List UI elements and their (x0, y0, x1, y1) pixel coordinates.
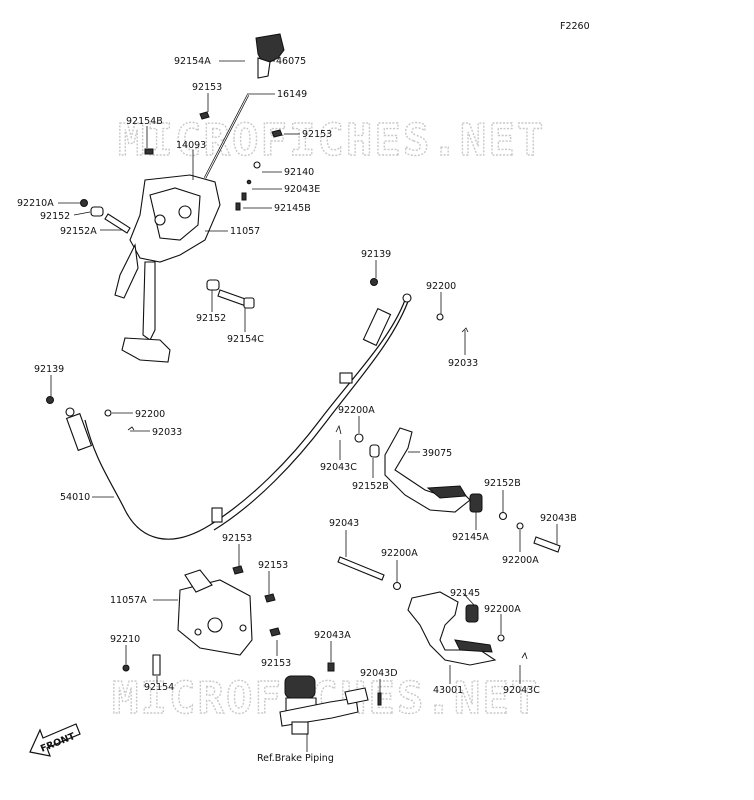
leader-lines (50, 60, 558, 752)
callout-label: 92033 (448, 358, 478, 369)
callout-label: 92145A (452, 532, 489, 543)
callout-label: 92200A (484, 604, 521, 615)
callout-label: 92154C (227, 334, 264, 345)
callout-label: 11057 (230, 226, 260, 237)
callout-label: 92200A (502, 555, 539, 566)
callout-label: 92153 (261, 658, 291, 669)
callout-label: 92145 (450, 588, 480, 599)
callout-label: 92200 (135, 409, 165, 420)
watermark-top: MICROFICHES.NET (118, 115, 545, 166)
callout-label: 54010 (60, 492, 90, 503)
master-cylinder (279, 662, 382, 735)
callout-label: 92154B (126, 116, 163, 127)
brake-cable (65, 293, 412, 540)
callout-label: 92043C (503, 685, 540, 696)
callout-label: 92033 (152, 427, 182, 438)
callout-label: 46075 (276, 56, 306, 67)
callout-label: 92140 (284, 167, 314, 178)
callout-label: 14093 (176, 140, 206, 151)
figure-id: F2260 (560, 21, 590, 32)
callout-label: 16149 (277, 89, 307, 100)
callout-label: 92152A (60, 226, 97, 237)
reference-note: Ref.Brake Piping (257, 753, 334, 764)
brake-pedal-39075 (335, 424, 561, 553)
callout-label: 92200A (381, 548, 418, 559)
callout-label: 92043D (360, 668, 398, 679)
pedal-bracket-11057a (122, 565, 281, 676)
callout-label: 92154A (174, 56, 211, 67)
shift-lever-assembly (80, 33, 378, 363)
callout-label: 92043A (314, 630, 351, 641)
callout-label: 92153 (222, 533, 252, 544)
callout-label: 92043E (284, 184, 320, 195)
callout-label: 92210A (17, 198, 54, 209)
callout-label: 92043C (320, 462, 357, 473)
callout-label: 39075 (422, 448, 452, 459)
callout-label: 92152 (196, 313, 226, 324)
callout-label: 92152 (40, 211, 70, 222)
knob-part (255, 33, 285, 63)
callout-label: 92153 (258, 560, 288, 571)
callout-label: 92043B (540, 513, 577, 524)
clutch-pedal-43001 (337, 556, 528, 666)
callout-label: 92145B (274, 203, 311, 214)
callout-label: 92154 (144, 682, 174, 693)
callout-label: 92153 (302, 129, 332, 140)
front-direction-arrow: FRONT (29, 723, 81, 757)
callout-label: 92043 (329, 518, 359, 529)
callout-label: 92210 (110, 634, 140, 645)
callout-label: 43001 (433, 685, 463, 696)
callout-label: 92152B (352, 481, 389, 492)
callout-label: 92139 (34, 364, 64, 375)
callout-label: 92139 (361, 249, 391, 260)
callout-label: 92152B (484, 478, 521, 489)
callout-label: 92200 (426, 281, 456, 292)
callout-labels: 92154A 46075 92153 16149 92154B 14093 92… (17, 56, 577, 696)
callout-label: 11057A (110, 595, 147, 606)
callout-label: 92153 (192, 82, 222, 93)
callout-label: 92200A (338, 405, 375, 416)
